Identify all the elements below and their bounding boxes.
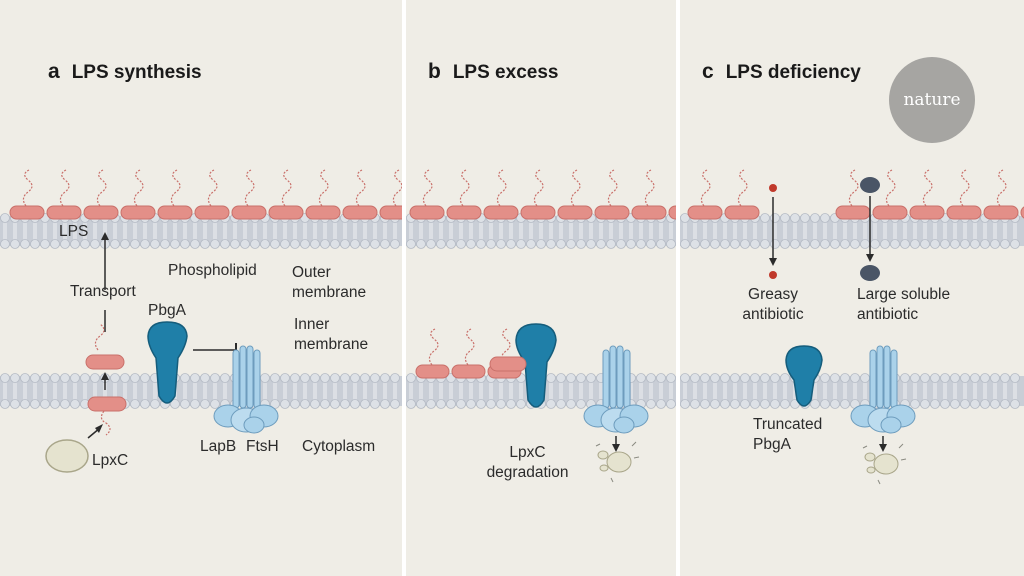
large-antibiotic-dot-inside-icon (860, 265, 880, 281)
inner-membrane (0, 373, 402, 409)
panel-b-lps-excess: b LPS excess LpxC degradation (406, 0, 676, 576)
panel-letter: a (48, 60, 60, 83)
lapb-label: LapB (200, 438, 237, 455)
lpxc-label: LpxC (92, 452, 129, 469)
truncated-pbga-label: Truncated PbgA (753, 416, 823, 453)
degradation-arrowhead (612, 444, 620, 452)
panel-b-title: b LPS excess (428, 60, 558, 84)
panel-c-illustration (680, 169, 1024, 485)
pbga-protein-icon (147, 321, 188, 404)
flip-arrowhead (101, 372, 109, 380)
greasy-antibiotic-label: Greasy antibiotic (742, 286, 804, 323)
lpxc-degradation-label: LpxC degradation (486, 444, 569, 481)
panel-title-text: LPS excess (452, 62, 559, 83)
panel-title-text: LPS deficiency (725, 62, 861, 83)
greasy-antibiotic-dot-inside-icon (769, 271, 777, 279)
truncated-pbga-icon (785, 345, 823, 407)
ftsh-label: FtsH (246, 438, 279, 455)
lps-molecule-inner-upper (85, 323, 125, 370)
large-soluble-antibiotic-label: Large soluble antibiotic (857, 286, 951, 323)
lapb-ftsh-complex-icon (213, 345, 279, 434)
transport-label: Transport (70, 283, 136, 300)
degradation-fragments-icon (595, 441, 640, 483)
large-antibiotic-arrowhead (866, 254, 874, 262)
panel-letter: c (702, 60, 714, 83)
outer-lps-row (687, 169, 1024, 220)
outer-membrane-label: Outer membrane (292, 264, 367, 301)
lapb-ftsh-complex-icon (583, 345, 649, 434)
inner-membrane-label: Inner membrane (294, 316, 369, 353)
lpxc-arrowhead (95, 424, 103, 433)
inner-membrane (680, 373, 1024, 409)
pbga-label: PbgA (148, 302, 186, 319)
outer-lps-row (409, 169, 676, 220)
panel-a-title: a LPS synthesis (48, 60, 202, 84)
outer-lps-row (9, 169, 402, 220)
nature-logo: nature (889, 57, 975, 143)
panel-letter: b (428, 60, 441, 83)
lapb-ftsh-complex-icon (850, 345, 916, 434)
greasy-antibiotic-dot-icon (769, 184, 777, 192)
panel-a-illustration (0, 169, 402, 473)
lps-molecule-inner-lower (87, 396, 127, 436)
lps-label: LPS (59, 223, 89, 240)
panel-b-illustration (406, 169, 676, 483)
greasy-antibiotic-arrowhead (769, 258, 777, 266)
degradation-arrowhead (879, 444, 887, 452)
lps-bound-to-pbga (489, 356, 527, 372)
panel-a-lps-synthesis: a LPS synthesis LPS Transport Phospholipi… (0, 0, 402, 576)
lpxc-enzyme-icon (45, 439, 89, 473)
nature-logo-text: nature (903, 90, 961, 110)
degradation-fragments-icon (862, 443, 907, 485)
panel-c-title: c LPS deficiency (702, 60, 861, 84)
transport-arrowhead (101, 232, 109, 240)
cytoplasm-label: Cytoplasm (302, 438, 376, 455)
panel-title-text: LPS synthesis (71, 62, 202, 83)
phospholipid-label: Phospholipid (168, 262, 257, 279)
large-antibiotic-dot-icon (860, 177, 880, 193)
panel-c-lps-deficiency: c LPS deficiency Greasy antibiotic Large … (680, 0, 1024, 576)
